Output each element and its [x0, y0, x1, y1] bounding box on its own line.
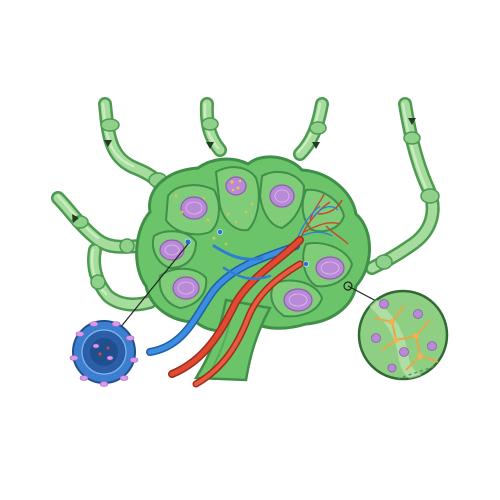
valve-node	[309, 121, 327, 135]
vein	[222, 266, 272, 280]
vein	[212, 244, 264, 261]
valve-node	[375, 254, 393, 270]
callout-anchor	[343, 281, 353, 291]
artery	[169, 237, 303, 377]
germinal-center-detail	[230, 179, 242, 192]
arteriole-network	[299, 193, 349, 245]
lymphocyte-magnified-icon	[69, 320, 139, 387]
follicle-texture	[164, 189, 340, 307]
cell-clusters	[174, 194, 254, 246]
artery	[194, 262, 302, 386]
valve-node	[119, 238, 135, 254]
vein	[147, 243, 299, 355]
valve-node	[403, 131, 421, 145]
follicle	[159, 176, 345, 312]
lobule	[301, 188, 346, 233]
valve-node	[420, 188, 440, 204]
valve-node	[201, 117, 219, 131]
reticular-network-magnified-icon	[357, 289, 449, 381]
lymphoid-follicles	[159, 176, 345, 312]
vessel-valves	[71, 117, 440, 290]
valve-node	[100, 118, 120, 132]
lymphocytes	[184, 228, 309, 267]
valve-node	[90, 274, 106, 290]
callout-line-right	[347, 285, 379, 303]
callout-lines	[119, 243, 379, 329]
hilum-blood-vessels	[146, 236, 304, 388]
callout-line-left	[119, 243, 189, 329]
